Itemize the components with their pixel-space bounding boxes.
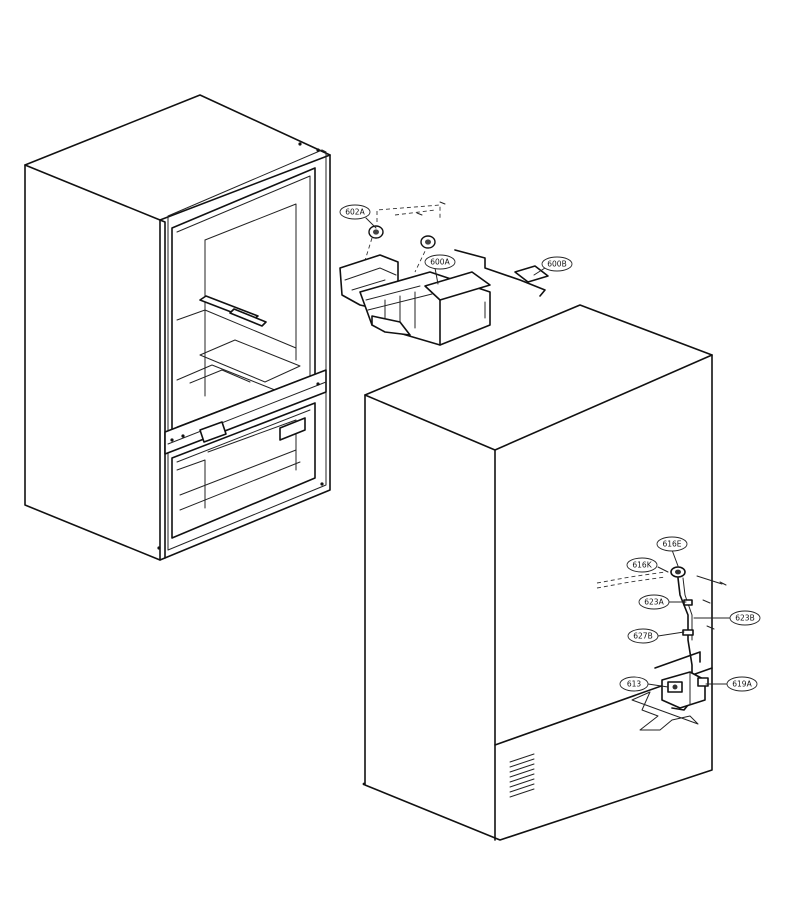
cabinet-rear-outline: [364, 304, 713, 841]
callout-602a-label: 602A: [345, 208, 365, 217]
rear-vent: [509, 753, 535, 798]
callout-616k-label: 616K: [632, 561, 652, 570]
callout-627b: 627B: [627, 628, 659, 644]
callout-619a-label: 619A: [732, 680, 752, 689]
callout-600a-label: 600A: [430, 258, 450, 267]
cabinet-liner-left: [24, 94, 331, 561]
icemaker-harness: [454, 249, 546, 297]
grommet-left: [368, 225, 384, 239]
grommet-right: [420, 235, 436, 249]
callout-619a: 619A: [726, 676, 758, 692]
callout-600a: 600A: [424, 254, 456, 270]
icemaker-assembly: [339, 201, 549, 346]
callout-600b-label: 600B: [547, 260, 566, 269]
callout-627b-label: 627B: [633, 632, 652, 641]
cabinet-outline: [24, 94, 331, 561]
callout-616e: 616E: [656, 536, 688, 552]
callout-616k: 616K: [626, 557, 658, 573]
callout-leaders: [365, 217, 732, 688]
freezer-opening: [171, 402, 316, 539]
callout-623a-label: 623A: [644, 598, 664, 607]
callout-623b-label: 623B: [735, 614, 754, 623]
callout-613-label: 613: [627, 680, 642, 689]
callout-616e-label: 616E: [662, 540, 681, 549]
callout-613: 613: [619, 676, 649, 692]
callout-602a: 602A: [339, 204, 371, 220]
callout-600b: 600B: [541, 256, 573, 272]
callout-623b: 623B: [729, 610, 761, 626]
cabinet-rear-right: [362, 304, 713, 841]
water-valve-assembly: [596, 566, 727, 731]
callout-623a: 623A: [638, 594, 670, 610]
